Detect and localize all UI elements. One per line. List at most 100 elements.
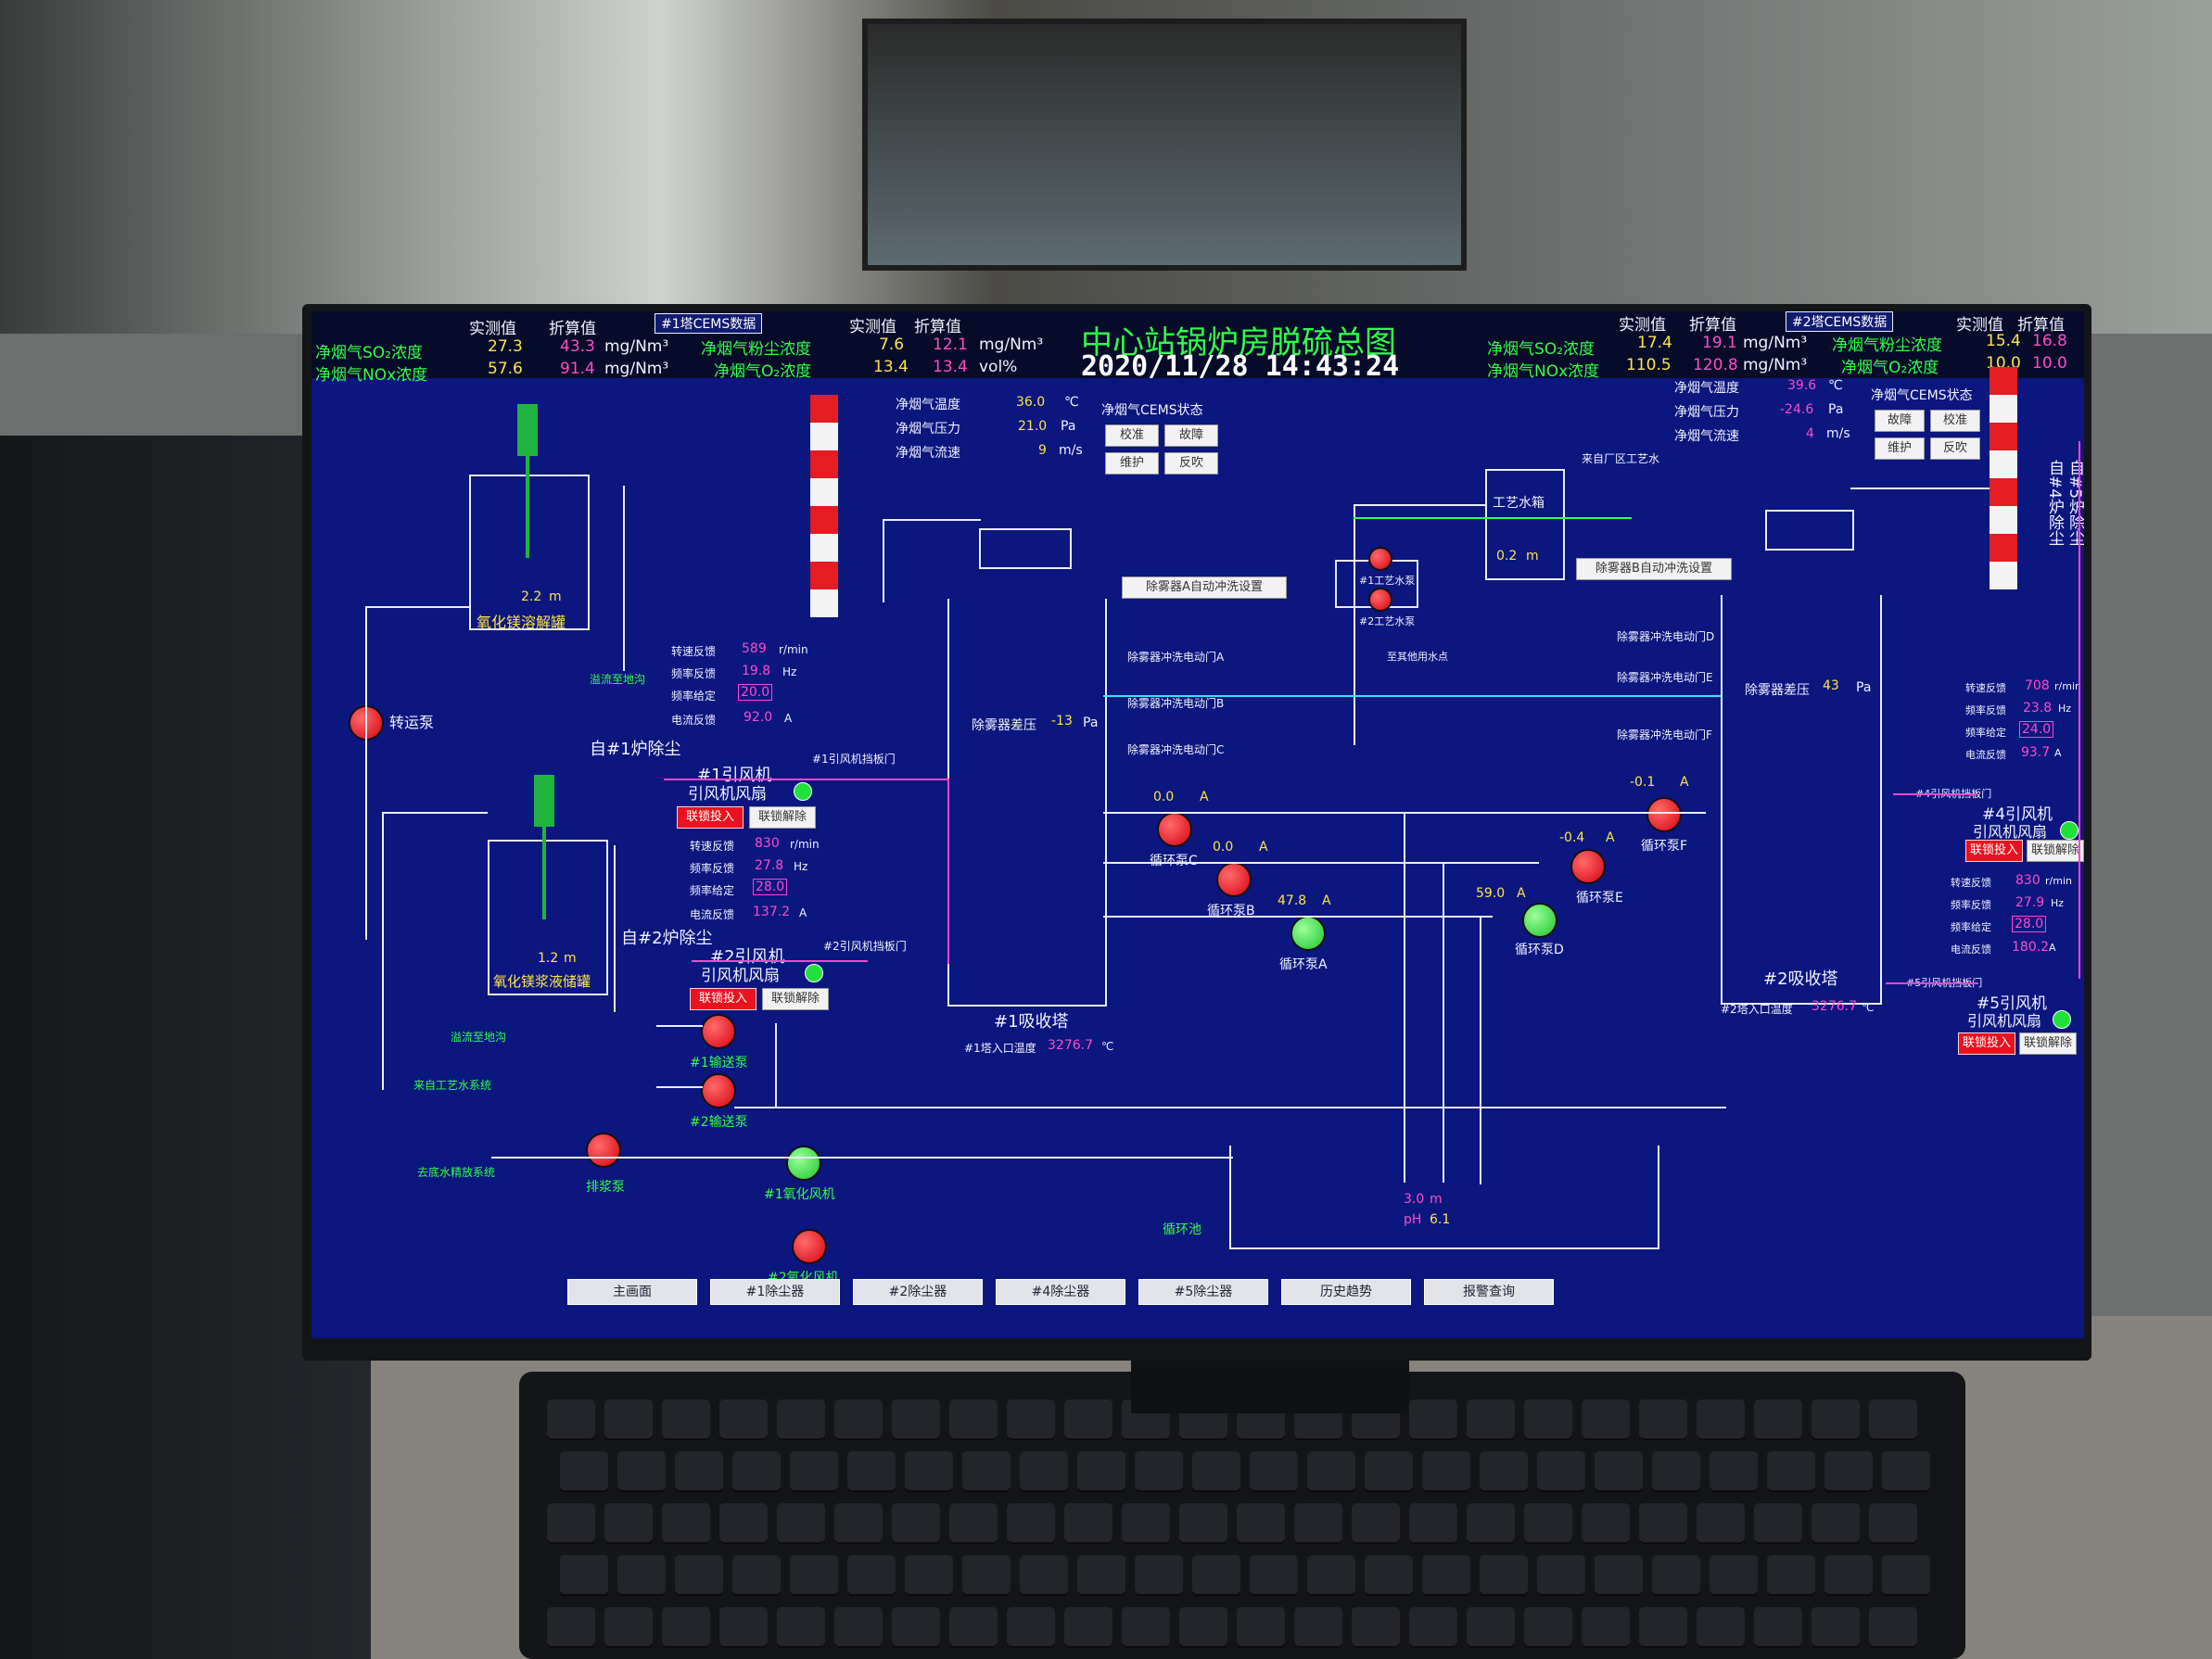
tower1-wash-setting-button[interactable]: 除雾器A自动冲洗设置 — [1122, 576, 1287, 599]
keyboard-key — [1352, 1503, 1400, 1542]
circ-pump-b[interactable] — [1216, 862, 1252, 897]
keyboard-key — [1077, 1451, 1125, 1490]
circ-pump-d[interactable] — [1522, 903, 1557, 938]
t2-nox-meas: 110.5 — [1626, 356, 1672, 374]
tower2-valve-d[interactable]: 除雾器冲洗电动门D — [1617, 630, 1715, 643]
nav-alarms[interactable]: 报警查询 — [1424, 1279, 1554, 1305]
keyboard-key — [1697, 1503, 1745, 1542]
tower1-inlet-temp-label: #1塔入口温度 — [964, 1042, 1036, 1055]
keyboard-key — [547, 1503, 595, 1542]
fan4-lock-button[interactable]: 联锁投入 — [1965, 840, 2023, 862]
fan1-cur: 92.0 — [744, 710, 773, 725]
fan1-lock-button[interactable]: 联锁投入 — [677, 806, 744, 829]
flue-gas-duct-2 — [692, 960, 868, 962]
t1-so2-unit: mg/Nm³ — [604, 337, 669, 356]
monitor-stand — [1131, 1358, 1409, 1413]
col-calc-1: 折算值 — [549, 320, 596, 338]
t1-dust-unit: mg/Nm³ — [979, 336, 1044, 354]
fan2-unlock-button[interactable]: 联锁解除 — [762, 988, 829, 1010]
tower1-valve-c[interactable]: 除雾器冲洗电动门C — [1127, 743, 1225, 756]
keyboard-key — [1192, 1555, 1240, 1594]
t1-o2-unit: vol% — [979, 358, 1018, 376]
circ-pump-f[interactable] — [1646, 797, 1682, 832]
fan1-cur-unit: A — [784, 712, 793, 725]
fan5-freq-set[interactable]: 28.0 — [2012, 916, 2047, 932]
nav-dust4[interactable]: #4除尘器 — [996, 1279, 1125, 1305]
fan5-lock-button[interactable]: 联锁投入 — [1958, 1032, 2015, 1055]
fan2-freq-unit: Hz — [794, 860, 808, 873]
cems1-btn-blowback[interactable]: 反吹 — [1164, 452, 1218, 475]
to-drain-system: 去底水精放系统 — [417, 1166, 496, 1179]
cems2-flow: 4 — [1806, 426, 1814, 441]
agitator-motor-1 — [517, 404, 538, 456]
keyboard-key — [1882, 1451, 1930, 1490]
tower2-wash-setting-button[interactable]: 除雾器B自动冲洗设置 — [1576, 558, 1732, 580]
nav-history[interactable]: 历史趋势 — [1281, 1279, 1411, 1305]
scada-screen: 实测值 折算值 #1塔CEMS数据 实测值 折算值 净烟气SO₂浓度 27.3 … — [311, 311, 2084, 1338]
circ-pump-a[interactable] — [1290, 916, 1326, 951]
fan4-freq-set[interactable]: 24.0 — [2019, 721, 2054, 738]
t1-dust-label: 净烟气粉尘浓度 — [701, 340, 811, 359]
circ-pump-c[interactable] — [1157, 812, 1192, 847]
chimney-1 — [810, 395, 838, 617]
water-pump-1[interactable] — [1368, 547, 1392, 571]
cems1-btn-calibrate[interactable]: 校准 — [1105, 424, 1159, 447]
agitator-motor-2 — [534, 775, 554, 827]
keyboard-key — [1422, 1451, 1470, 1490]
cems1-btn-fault[interactable]: 故障 — [1164, 424, 1218, 447]
fan4-run-indicator — [2060, 821, 2079, 840]
cems2-btn-blowback[interactable]: 反吹 — [1930, 437, 1980, 460]
fan2-lock-button[interactable]: 联锁投入 — [690, 988, 756, 1010]
feed-pump-2[interactable] — [701, 1073, 736, 1108]
col-calc-4: 折算值 — [2017, 316, 2065, 335]
keyboard-key — [1524, 1503, 1572, 1542]
nav-dust1[interactable]: #1除尘器 — [710, 1279, 840, 1305]
cems1-btn-maintain[interactable]: 维护 — [1105, 452, 1159, 475]
fan2-freq-set[interactable]: 28.0 — [753, 879, 788, 895]
ox-fan-2[interactable] — [792, 1229, 827, 1264]
circ-pump-e-label: 循环泵E — [1576, 891, 1623, 905]
keyboard-key — [1064, 1607, 1112, 1646]
keyboard-key — [1179, 1607, 1227, 1646]
page-title: 中心站锅炉房脱硫总图 — [1081, 324, 1396, 361]
pipe — [1354, 504, 1487, 506]
pipe — [614, 845, 616, 1012]
nav-dust5[interactable]: #5除尘器 — [1138, 1279, 1268, 1305]
keyboard-key — [1754, 1503, 1802, 1542]
fan1-speed: 589 — [742, 641, 767, 656]
water-pump-2[interactable] — [1368, 588, 1392, 612]
nav-main[interactable]: 主画面 — [567, 1279, 697, 1305]
pipe-green — [1354, 517, 1632, 519]
keyboard-key — [1122, 1503, 1170, 1542]
fan4-freq-fb: 23.8 — [2023, 701, 2053, 716]
nav-dust2[interactable]: #2除尘器 — [853, 1279, 983, 1305]
tower1-valve-a[interactable]: 除雾器冲洗电动门A — [1127, 651, 1225, 664]
ox-fan-1[interactable] — [786, 1146, 821, 1181]
cems2-btn-fault[interactable]: 故障 — [1875, 410, 1925, 432]
t2-nox-unit: mg/Nm³ — [1743, 356, 1808, 374]
tower2-dp-label: 除雾器差压 — [1745, 683, 1810, 698]
cems2-btn-maintain[interactable]: 维护 — [1875, 437, 1925, 460]
pipe — [734, 1107, 1726, 1108]
cems2-flow-unit: m/s — [1826, 426, 1850, 441]
circ-pump-e[interactable] — [1570, 849, 1606, 884]
tower2-valve-f[interactable]: 除雾器冲洗电动门F — [1617, 728, 1712, 741]
keyboard-key — [560, 1451, 608, 1490]
fan4-unlock-button[interactable]: 联锁解除 — [2027, 840, 2084, 862]
cems1-status-title: 净烟气CEMS状态 — [1101, 403, 1203, 418]
circ-pump-b-unit: A — [1259, 840, 1268, 855]
fan1-freq-set[interactable]: 20.0 — [738, 684, 773, 701]
cems2-temp-label: 净烟气温度 — [1674, 381, 1739, 396]
circ-pump-d-cur: 59.0 — [1476, 886, 1506, 901]
keyboard-key — [834, 1503, 883, 1542]
fan1-unlock-button[interactable]: 联锁解除 — [749, 806, 816, 829]
cems2-btn-calibrate[interactable]: 校准 — [1930, 410, 1980, 432]
drain-pump[interactable] — [586, 1133, 621, 1168]
feed-pump-1[interactable] — [701, 1014, 736, 1049]
keyboard-key — [1352, 1607, 1400, 1646]
tower1-valve-b[interactable]: 除雾器冲洗电动门B — [1127, 697, 1225, 710]
keyboard-key — [1812, 1607, 1860, 1646]
tower2-valve-e[interactable]: 除雾器冲洗电动门E — [1617, 671, 1713, 684]
fan2-speed-unit: r/min — [790, 838, 820, 851]
fan5-unlock-button[interactable]: 联锁解除 — [2019, 1032, 2077, 1055]
